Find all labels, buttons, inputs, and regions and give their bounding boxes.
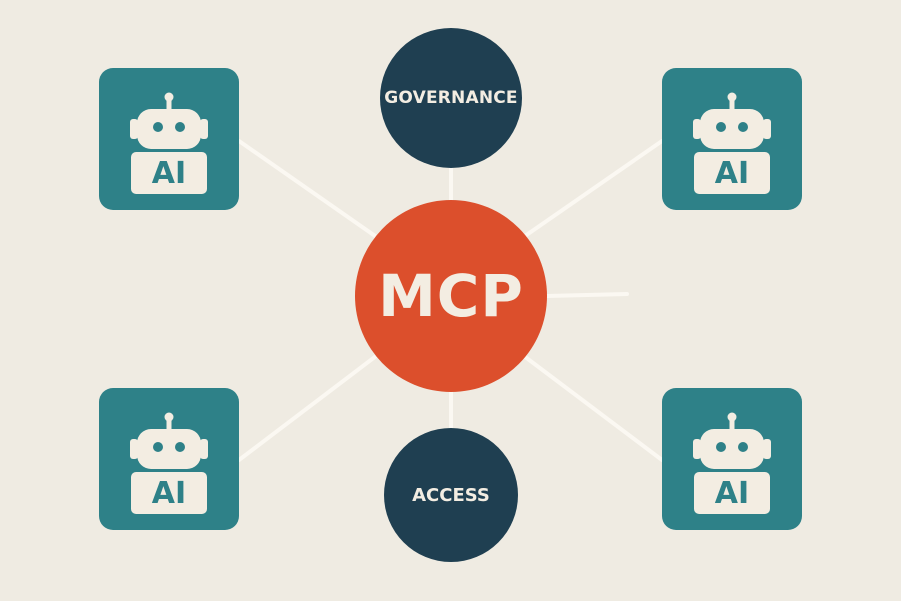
robot-icon <box>693 92 771 194</box>
access-label: ACCESS <box>412 484 490 506</box>
link-hub-agent-bottom-left <box>237 345 390 462</box>
ai-agent-top-left: AI <box>99 68 239 210</box>
agent-label: AI <box>151 155 187 191</box>
robot-icon <box>693 412 771 514</box>
robot-icon <box>130 92 208 194</box>
agent-label: AI <box>714 475 750 511</box>
link-hub-agent-top-left <box>237 139 390 247</box>
mcp-hub-node: MCP <box>355 200 547 392</box>
access-node: ACCESS <box>384 428 518 562</box>
agent-label: AI <box>714 155 750 191</box>
link-hub-right-stub <box>545 292 629 298</box>
link-hub-agent-bottom-right <box>510 345 664 462</box>
ai-agent-bottom-left: AI <box>99 388 239 530</box>
robot-icon <box>130 412 208 514</box>
governance-label: GOVERNANCE <box>384 88 518 108</box>
ai-agent-bottom-right: AI <box>662 388 802 530</box>
link-hub-agent-top-right <box>510 139 664 247</box>
mcp-hub-label: MCP <box>378 262 524 330</box>
agent-label: AI <box>151 475 187 511</box>
governance-node: GOVERNANCE <box>380 28 522 168</box>
ai-agent-top-right: AI <box>662 68 802 210</box>
